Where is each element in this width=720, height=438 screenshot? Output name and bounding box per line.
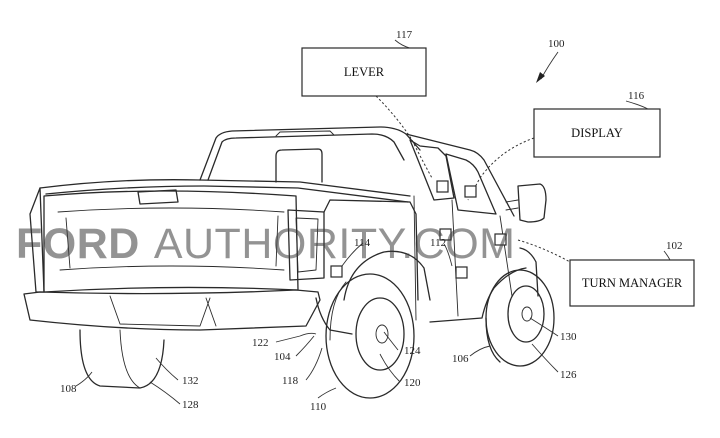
ref-124: 124 (404, 345, 421, 357)
sensor-door-front (437, 181, 448, 192)
ref-110: 110 (310, 401, 327, 413)
turn-manager-label: TURN MANAGER (582, 276, 683, 290)
sensor-side-3 (456, 267, 467, 278)
ref-106: 106 (452, 353, 469, 365)
turn-manager-block: TURN MANAGER (570, 260, 694, 306)
leader-116 (626, 101, 648, 109)
ref-130: 130 (560, 331, 577, 343)
ref-128: 128 (182, 399, 199, 411)
ref-117: 117 (396, 29, 413, 41)
rear-left-wheel (80, 330, 164, 388)
leader-117 (395, 40, 410, 48)
watermark: FORD AUTHORITY.COM (16, 220, 516, 268)
ref-102: 102 (666, 240, 683, 252)
ref-120: 120 (404, 377, 421, 389)
rear-right-wheel (326, 274, 414, 398)
link-turn-manager (518, 240, 570, 262)
display-block: DISPLAY (534, 109, 660, 157)
lever-block: LEVER (302, 48, 426, 96)
ref-118: 118 (282, 375, 299, 387)
ref-132: 132 (182, 375, 199, 387)
ref-126: 126 (560, 369, 577, 381)
link-lever (376, 96, 432, 178)
ref-116: 116 (628, 90, 645, 102)
watermark-light: AUTHORITY.COM (154, 220, 516, 268)
leader-102 (664, 251, 670, 260)
ref-122: 122 (252, 337, 269, 349)
display-label: DISPLAY (571, 126, 623, 140)
watermark-bold: FORD (16, 220, 140, 268)
ref-104: 104 (274, 351, 291, 363)
svg-text:FORDAUTHORITY.COM: FORD AUTHORITY.COM (16, 220, 516, 268)
front-right-wheel (486, 270, 554, 366)
sensor-door-rear (465, 186, 476, 197)
ref-100: 100 (548, 38, 565, 50)
lever-label: LEVER (344, 65, 385, 79)
ref-108: 108 (60, 383, 77, 395)
